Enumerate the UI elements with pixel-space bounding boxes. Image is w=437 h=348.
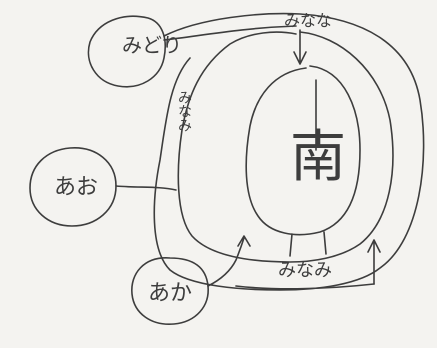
node-midori-label: みどり xyxy=(122,33,182,57)
node-aka-label: あか xyxy=(148,281,192,306)
top-label: みなな xyxy=(284,11,332,30)
center-kanji: 南 xyxy=(290,125,346,190)
bottom-label: みなみ xyxy=(278,260,332,281)
left-vertical-label: みなみ xyxy=(176,90,192,132)
node-ao-label: あお xyxy=(54,175,98,200)
